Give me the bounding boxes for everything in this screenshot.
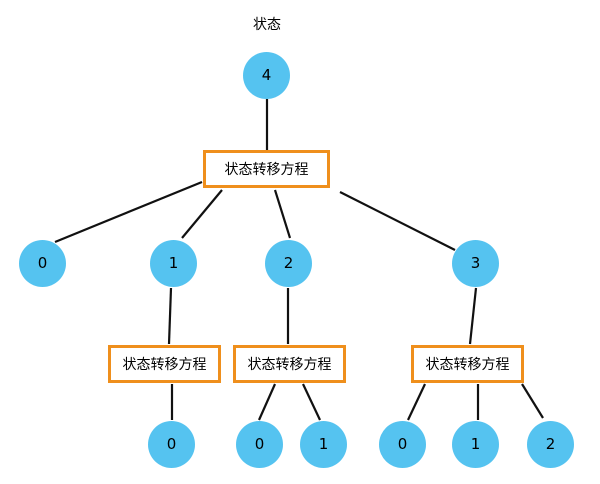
edge-box-root-to-c0 [54, 180, 203, 244]
state-node-d5[interactable]: 2 [527, 421, 574, 468]
edge-box-root-to-c3 [339, 191, 456, 251]
state-node-d4[interactable]: 1 [452, 421, 499, 468]
edge-box-3-to-d3 [407, 383, 426, 421]
transition-equation-box-box-1[interactable]: 状态转移方程 [108, 345, 221, 383]
state-node-c1[interactable]: 1 [150, 240, 197, 287]
edge-c1-to-box-1 [167, 287, 173, 345]
state-node-d0[interactable]: 0 [148, 421, 195, 468]
state-node-d2[interactable]: 1 [300, 421, 347, 468]
state-node-d3[interactable]: 0 [379, 421, 426, 468]
state-node-c0[interactable]: 0 [19, 240, 66, 287]
state-node-c2[interactable]: 2 [265, 240, 312, 287]
state-node-root[interactable]: 4 [243, 52, 290, 99]
transition-equation-box-box-3[interactable]: 状态转移方程 [411, 345, 524, 383]
state-title-label: 状态 [253, 17, 281, 33]
transition-equation-box-box-root[interactable]: 状态转移方程 [203, 150, 330, 188]
edge-box-root-to-c2 [273, 189, 292, 239]
edge-c3-to-box-3 [468, 287, 478, 345]
edge-box-root-to-c1 [181, 189, 223, 239]
state-node-d1[interactable]: 0 [236, 421, 283, 468]
state-node-c3[interactable]: 3 [452, 240, 499, 287]
transition-equation-box-box-2[interactable]: 状态转移方程 [233, 345, 346, 383]
edge-box-2-to-d2 [302, 383, 321, 421]
edge-box-3-to-d5 [521, 383, 544, 419]
edge-box-2-to-d1 [257, 383, 277, 421]
